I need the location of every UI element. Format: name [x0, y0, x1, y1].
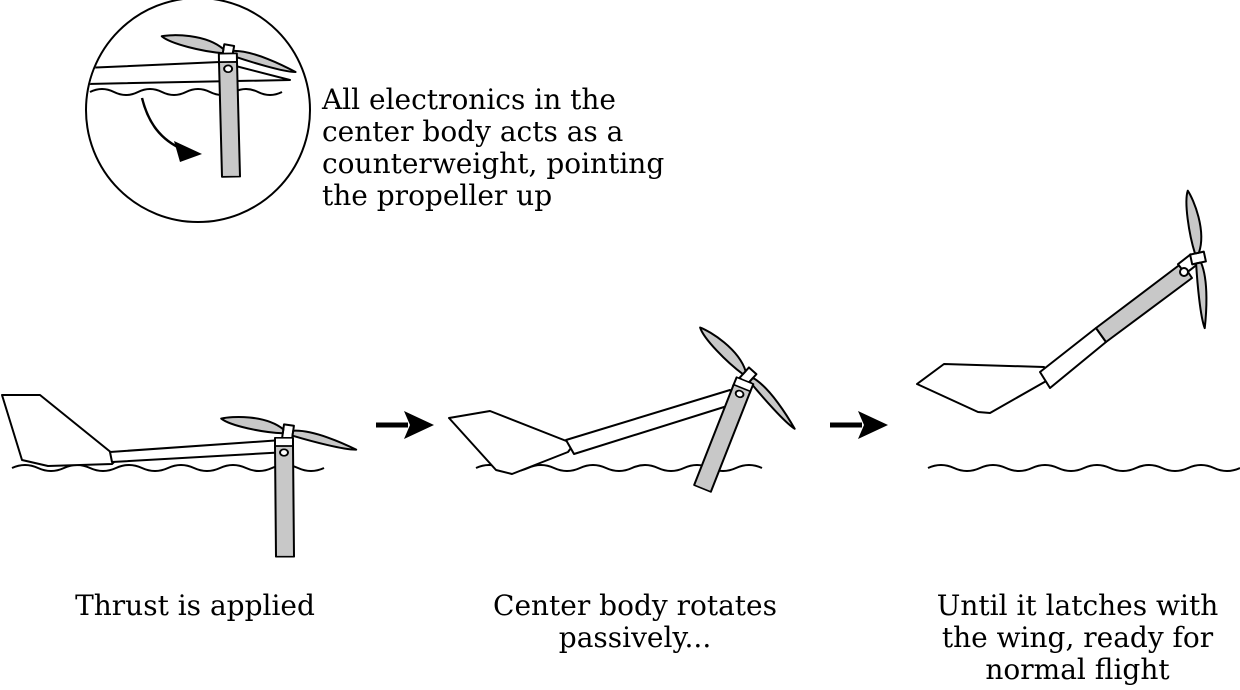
callout-water	[89, 88, 283, 96]
stage-3-center-body	[1095, 262, 1193, 343]
callout-line: center body acts as a	[322, 115, 624, 148]
stage-1-center-body	[274, 436, 295, 558]
stage-1-tail	[1, 394, 119, 467]
right-arrow-icon	[376, 411, 434, 439]
stage-3-illustration	[916, 188, 1240, 472]
caption-line: normal flight	[985, 653, 1170, 686]
callout-text: All electronics in the center body acts …	[322, 84, 664, 212]
stage-3-caption: Until it latches with the wing, ready fo…	[915, 590, 1240, 686]
right-arrow-icon	[830, 411, 888, 439]
stage-1-water	[11, 464, 325, 472]
stage-2-illustration	[448, 322, 808, 493]
callout-inset	[85, 0, 311, 223]
stage-2-propeller	[690, 322, 808, 431]
callout-center-body	[217, 52, 242, 178]
stage-3-water	[927, 464, 1240, 472]
callout-wing	[87, 61, 291, 85]
caption-line: Thrust is applied	[75, 589, 315, 622]
stage-1-illustration	[1, 394, 360, 558]
curved-arrow-icon	[140, 97, 202, 162]
callout-circle	[85, 0, 311, 223]
stage-3-tail	[916, 363, 1049, 414]
stage-3-propeller	[1174, 188, 1223, 330]
stage-2-tail	[448, 410, 575, 475]
callout-line: the propeller up	[322, 179, 553, 212]
stage-3-boom	[1039, 327, 1107, 389]
callout-line: counterweight, pointing	[322, 147, 665, 180]
callout-line: All electronics in the	[322, 83, 616, 116]
stage-1-boom	[109, 439, 289, 463]
caption-line: Center body rotates	[493, 589, 777, 622]
caption-line: passively...	[558, 621, 712, 654]
stage-1-caption: Thrust is applied	[60, 590, 330, 622]
stage-2-caption: Center body rotates passively...	[455, 590, 815, 654]
caption-line: the wing, ready for	[941, 621, 1214, 654]
caption-line: Until it latches with	[936, 589, 1219, 622]
